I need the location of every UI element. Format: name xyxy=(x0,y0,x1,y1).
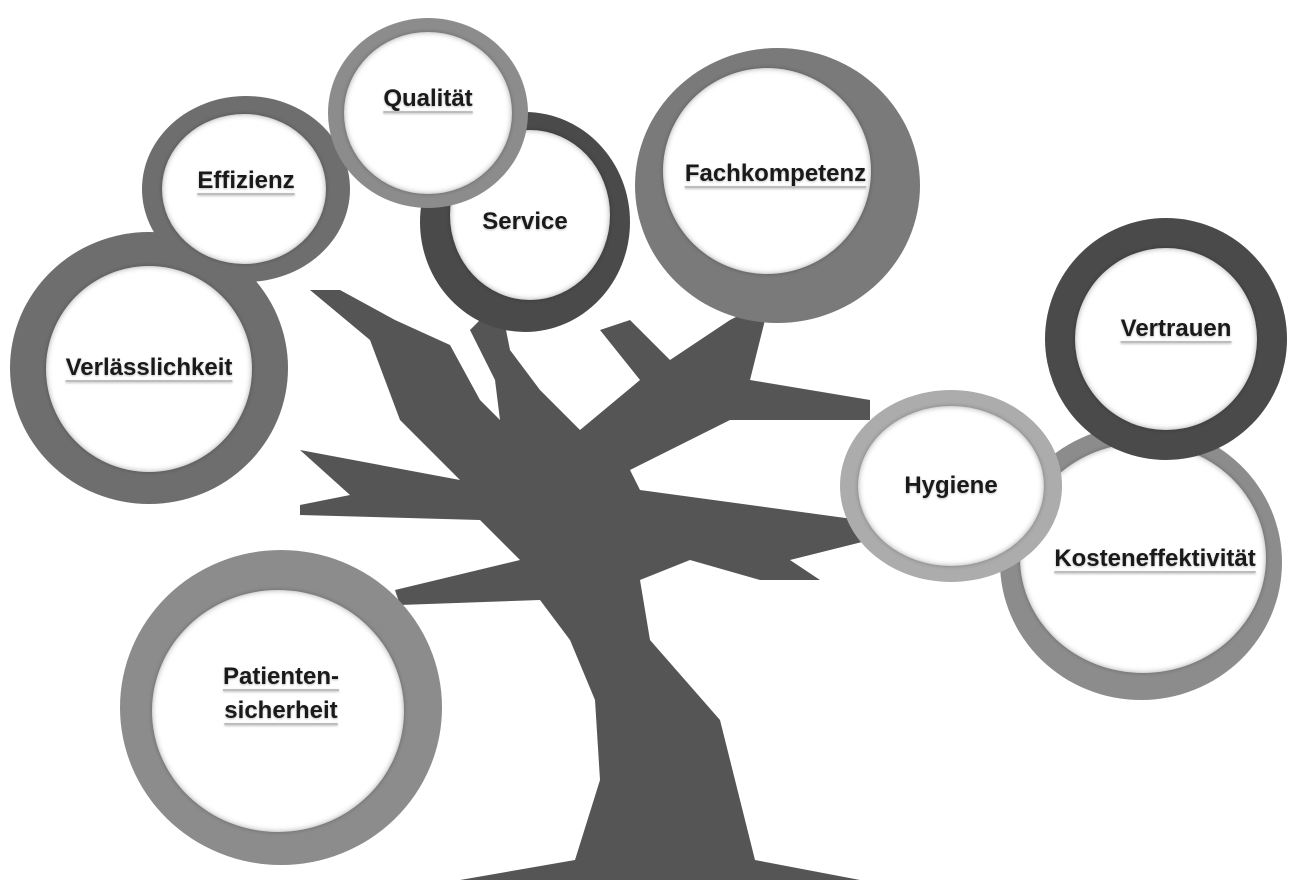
concept-verlaesslichkeit-bubble: Verlässlichkeit xyxy=(10,232,288,504)
concept-verlaesslichkeit-label: Verlässlichkeit xyxy=(65,354,233,381)
concept-vertrauen-label: Vertrauen xyxy=(1120,315,1232,342)
concept-fachkompetenz-inner xyxy=(663,68,871,274)
concept-kosteneffektivitaet-label: Kosteneffektivität xyxy=(1054,544,1256,572)
concept-qualitaet-label: Qualität xyxy=(383,85,473,112)
concept-effizienz-label: Effizienz xyxy=(197,167,295,194)
concept-effizienz-bubble: Effizienz xyxy=(142,96,350,282)
concept-patientensicherheit-inner xyxy=(152,590,404,832)
concept-vertrauen-bubble: Vertrauen xyxy=(1045,218,1287,460)
tree-trunk xyxy=(300,290,870,880)
concept-kosteneffektivitaet-bubble: Kosteneffektivität xyxy=(1000,425,1282,700)
concept-hygiene-bubble: Hygiene xyxy=(840,390,1062,582)
concept-fachkompetenz-bubble: Fachkompetenz xyxy=(635,48,920,323)
concept-patientensicherheit-bubble: Patienten- sicherheit xyxy=(120,550,442,865)
concept-service-label: Service xyxy=(482,208,568,235)
concept-patientensicherheit-line1: Patienten- xyxy=(222,662,339,690)
concept-qualitaet-inner xyxy=(344,32,512,194)
concept-patientensicherheit-label: Patienten- sicherheit xyxy=(223,660,339,728)
concept-patientensicherheit-line2: sicherheit xyxy=(224,696,338,724)
concept-hygiene-inner xyxy=(858,406,1044,566)
concept-verlaesslichkeit-inner xyxy=(46,266,252,472)
concept-effizienz-inner xyxy=(162,114,326,264)
concept-vertrauen-inner xyxy=(1075,248,1257,430)
concept-hygiene-label: Hygiene xyxy=(904,472,998,499)
concept-fachkompetenz-label: Fachkompetenz xyxy=(684,159,867,187)
concept-qualitaet-bubble: Qualität xyxy=(328,18,528,208)
